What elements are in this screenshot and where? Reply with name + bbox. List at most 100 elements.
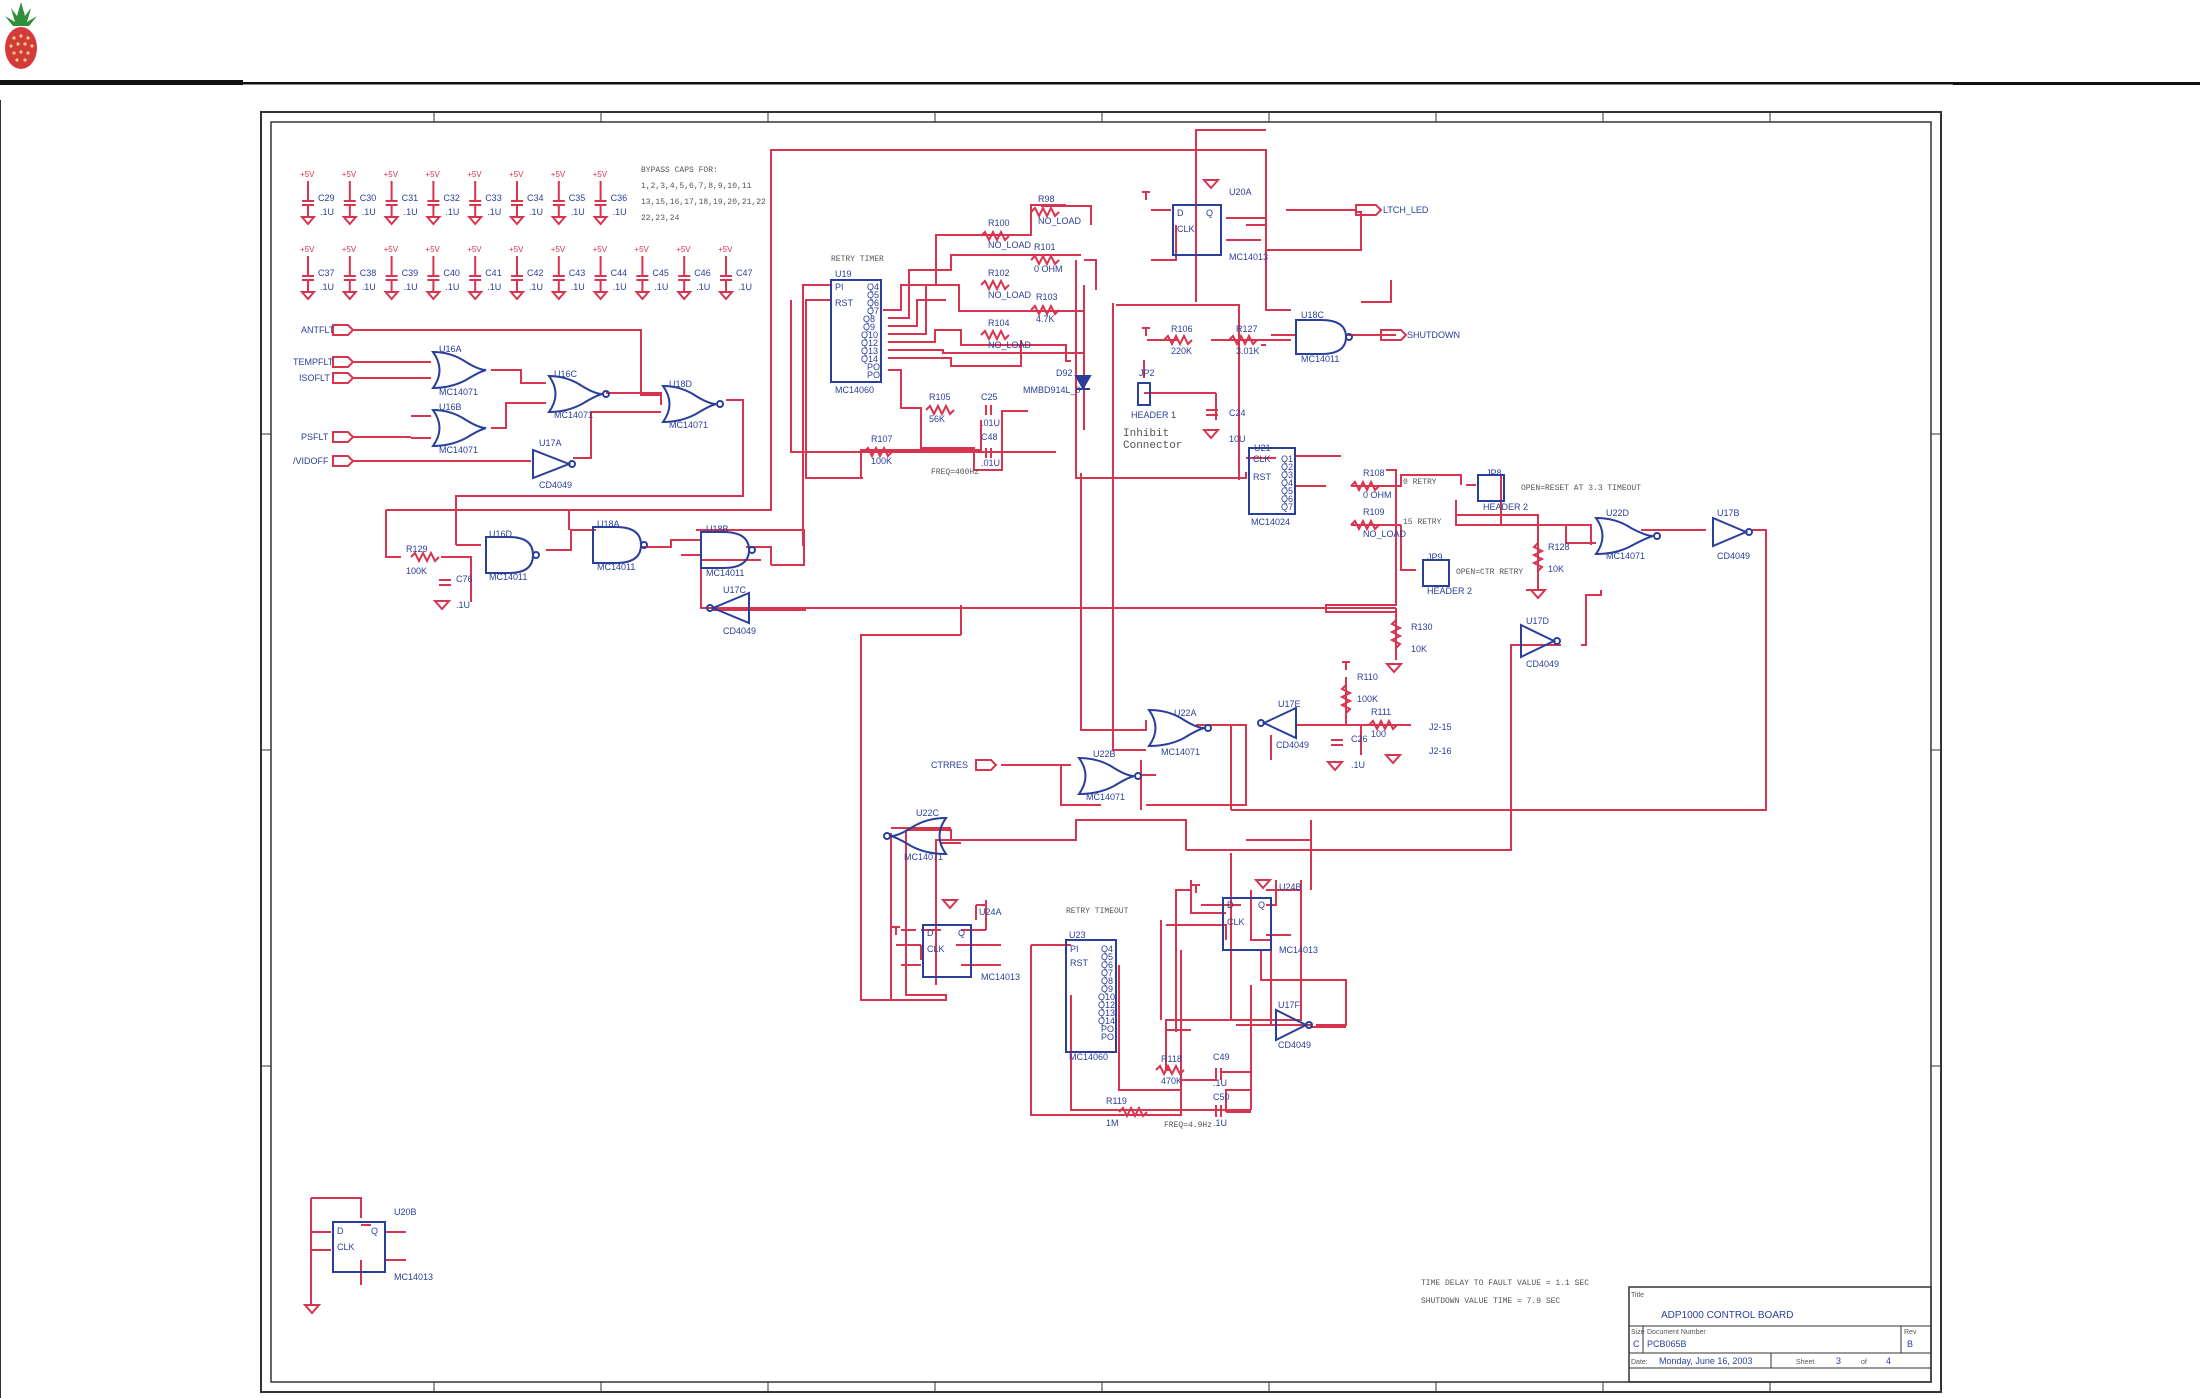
sheets-value: 4 <box>1886 1356 1891 1366</box>
label-u16a-type: MC14071 <box>439 387 478 397</box>
svg-text:+5V: +5V <box>300 170 315 179</box>
svg-text:Q14: Q14 <box>1098 1016 1115 1026</box>
rev-value: B <box>1907 1339 1913 1349</box>
label-u22b: U22B <box>1093 749 1116 759</box>
svg-text:C40: C40 <box>443 268 460 278</box>
svg-text:PO: PO <box>867 370 880 380</box>
size-value: C <box>1633 1339 1640 1349</box>
document-viewer[interactable]: BYPASS CAPS FOR: 1,2,3,4,5,6,7,8,9,10,11… <box>0 100 2200 1398</box>
svg-text:Q1: Q1 <box>1281 454 1293 464</box>
label-u24a-type: MC14013 <box>981 972 1020 982</box>
svg-text:R118: R118 <box>1161 1054 1182 1064</box>
label-jp9: JP9 <box>1427 552 1443 562</box>
note-open-ctr: OPEN=CTR RETRY <box>1456 568 1523 577</box>
note-shutdown-time: SHUTDOWN VALUE TIME = 7.9 SEC <box>1421 1297 1560 1306</box>
note-time-delay: TIME DELAY TO FAULT VALUE = 1.1 SEC <box>1421 1279 1589 1288</box>
svg-text:.1U: .1U <box>487 282 501 292</box>
note-retry-0: 0 RETRY <box>1403 478 1437 487</box>
pineapple-logo-icon[interactable] <box>0 0 42 72</box>
label-u18b: U18B <box>706 524 729 534</box>
svg-text:.1U: .1U <box>529 207 543 217</box>
svg-text:10U: 10U <box>1229 434 1246 444</box>
note-retry-15: 15 RETRY <box>1403 518 1442 527</box>
svg-text:Q: Q <box>371 1226 378 1236</box>
capacitor-labels: C25.01UC48.01UC2410UC76.1UC26.1UC49.1UC5… <box>456 392 1368 1128</box>
svg-text:PI: PI <box>835 282 844 292</box>
label-u17f-type: CD4049 <box>1278 1040 1311 1050</box>
label-u17e: U17E <box>1278 699 1301 709</box>
svg-text:PO: PO <box>1101 1024 1114 1034</box>
port-tempflt: TEMPFLT <box>293 357 334 367</box>
resistor-symbols <box>410 205 1545 1119</box>
capacitor-c76: C76.1U <box>456 574 473 610</box>
svg-text:Q10: Q10 <box>1098 992 1115 1002</box>
label-jp9-type: HEADER 2 <box>1427 586 1472 596</box>
svg-text:Q6: Q6 <box>1101 960 1113 970</box>
label-u20b-type: MC14013 <box>394 1272 433 1282</box>
svg-text:R111: R111 <box>1371 707 1391 717</box>
svg-text:.1U: .1U <box>1213 1078 1227 1088</box>
svg-text:+5V: +5V <box>509 170 524 179</box>
svg-text:R104: R104 <box>988 318 1010 328</box>
gate-bubbles <box>532 390 1661 840</box>
label-u21: U21 <box>1254 443 1271 453</box>
drawing-frame <box>260 111 1942 1393</box>
svg-text:C76: C76 <box>456 574 473 584</box>
port-ltch-led: LTCH_LED <box>1383 205 1429 215</box>
svg-text:.1U: .1U <box>362 282 376 292</box>
port-isoflt: ISOFLT <box>299 373 330 383</box>
svg-text:4.7K: 4.7K <box>1036 314 1055 324</box>
svg-text:Q7: Q7 <box>1101 968 1113 978</box>
svg-text:+5V: +5V <box>342 170 357 179</box>
label-u18c-type: MC14011 <box>1301 354 1339 364</box>
port-symbols <box>332 204 1408 771</box>
svg-text:Q7: Q7 <box>1281 502 1293 512</box>
svg-text:10K: 10K <box>1548 564 1564 574</box>
svg-text:CLK: CLK <box>1177 224 1195 234</box>
label-u18b-type: MC14011 <box>706 568 744 578</box>
svg-text:.1U: .1U <box>445 282 459 292</box>
date-value: Monday, June 16, 2003 <box>1659 1356 1752 1366</box>
svg-text:Q13: Q13 <box>861 346 878 356</box>
label-d92-type: MMBD914L_0 <box>1023 385 1081 395</box>
schematic-sheet: BYPASS CAPS FOR: 1,2,3,4,5,6,7,8,9,10,11… <box>260 111 1942 1393</box>
svg-text:100K: 100K <box>1357 694 1378 704</box>
svg-text:NO_LOAD: NO_LOAD <box>1363 529 1407 539</box>
svg-text:.1U: .1U <box>529 282 543 292</box>
svg-text:Q4: Q4 <box>867 282 879 292</box>
svg-text:Q6: Q6 <box>1281 494 1293 504</box>
port-j2-15: J2-15 <box>1429 722 1452 732</box>
label-u16d-type: MC14011 <box>489 572 527 582</box>
svg-text:D: D <box>1227 900 1234 910</box>
svg-text:+5V: +5V <box>425 170 440 179</box>
label-u18d: U18D <box>669 379 693 389</box>
svg-text:.01U: .01U <box>981 418 1000 428</box>
power-symbols <box>892 191 1350 935</box>
svg-text:NO_LOAD: NO_LOAD <box>1038 216 1082 226</box>
label-jp8: JP8 <box>1486 468 1502 478</box>
docnum-value: PCB065B <box>1647 1339 1687 1349</box>
svg-text:Q13: Q13 <box>1098 1008 1115 1018</box>
svg-text:+5V: +5V <box>593 245 608 254</box>
note-retry-timer: RETRY TIMER <box>831 255 884 264</box>
label-u20a-type: MC14013 <box>1229 252 1268 262</box>
svg-text:.1U: .1U <box>404 207 418 217</box>
bypass-caps-row-2: +5VC37.1U+5VC38.1U+5VC39.1U+5VC40.1U+5VC… <box>299 245 753 301</box>
svg-text:C33: C33 <box>485 193 502 203</box>
label-u18a-type: MC14011 <box>597 562 635 572</box>
svg-text:.1U: .1U <box>613 282 627 292</box>
svg-text:Q4: Q4 <box>1281 478 1293 488</box>
label-u17b: U17B <box>1717 508 1740 518</box>
